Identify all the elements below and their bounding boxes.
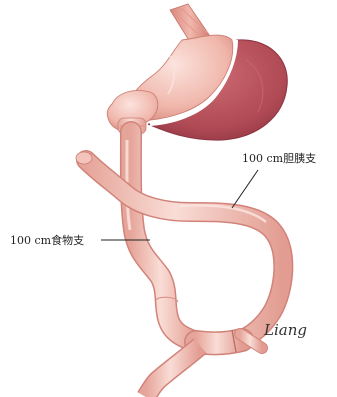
alimentary-limb-label: 100 cm食物支 [10,233,84,247]
alimentary-limb [127,132,196,342]
biliopancreatic-limb-label: 100 cm胆胰支 [242,151,316,165]
artist-signature: Liang [263,321,307,339]
common-channel [146,346,200,397]
biliopancreatic-limb [76,152,283,340]
biliopancreatic-leader-line [232,170,258,208]
